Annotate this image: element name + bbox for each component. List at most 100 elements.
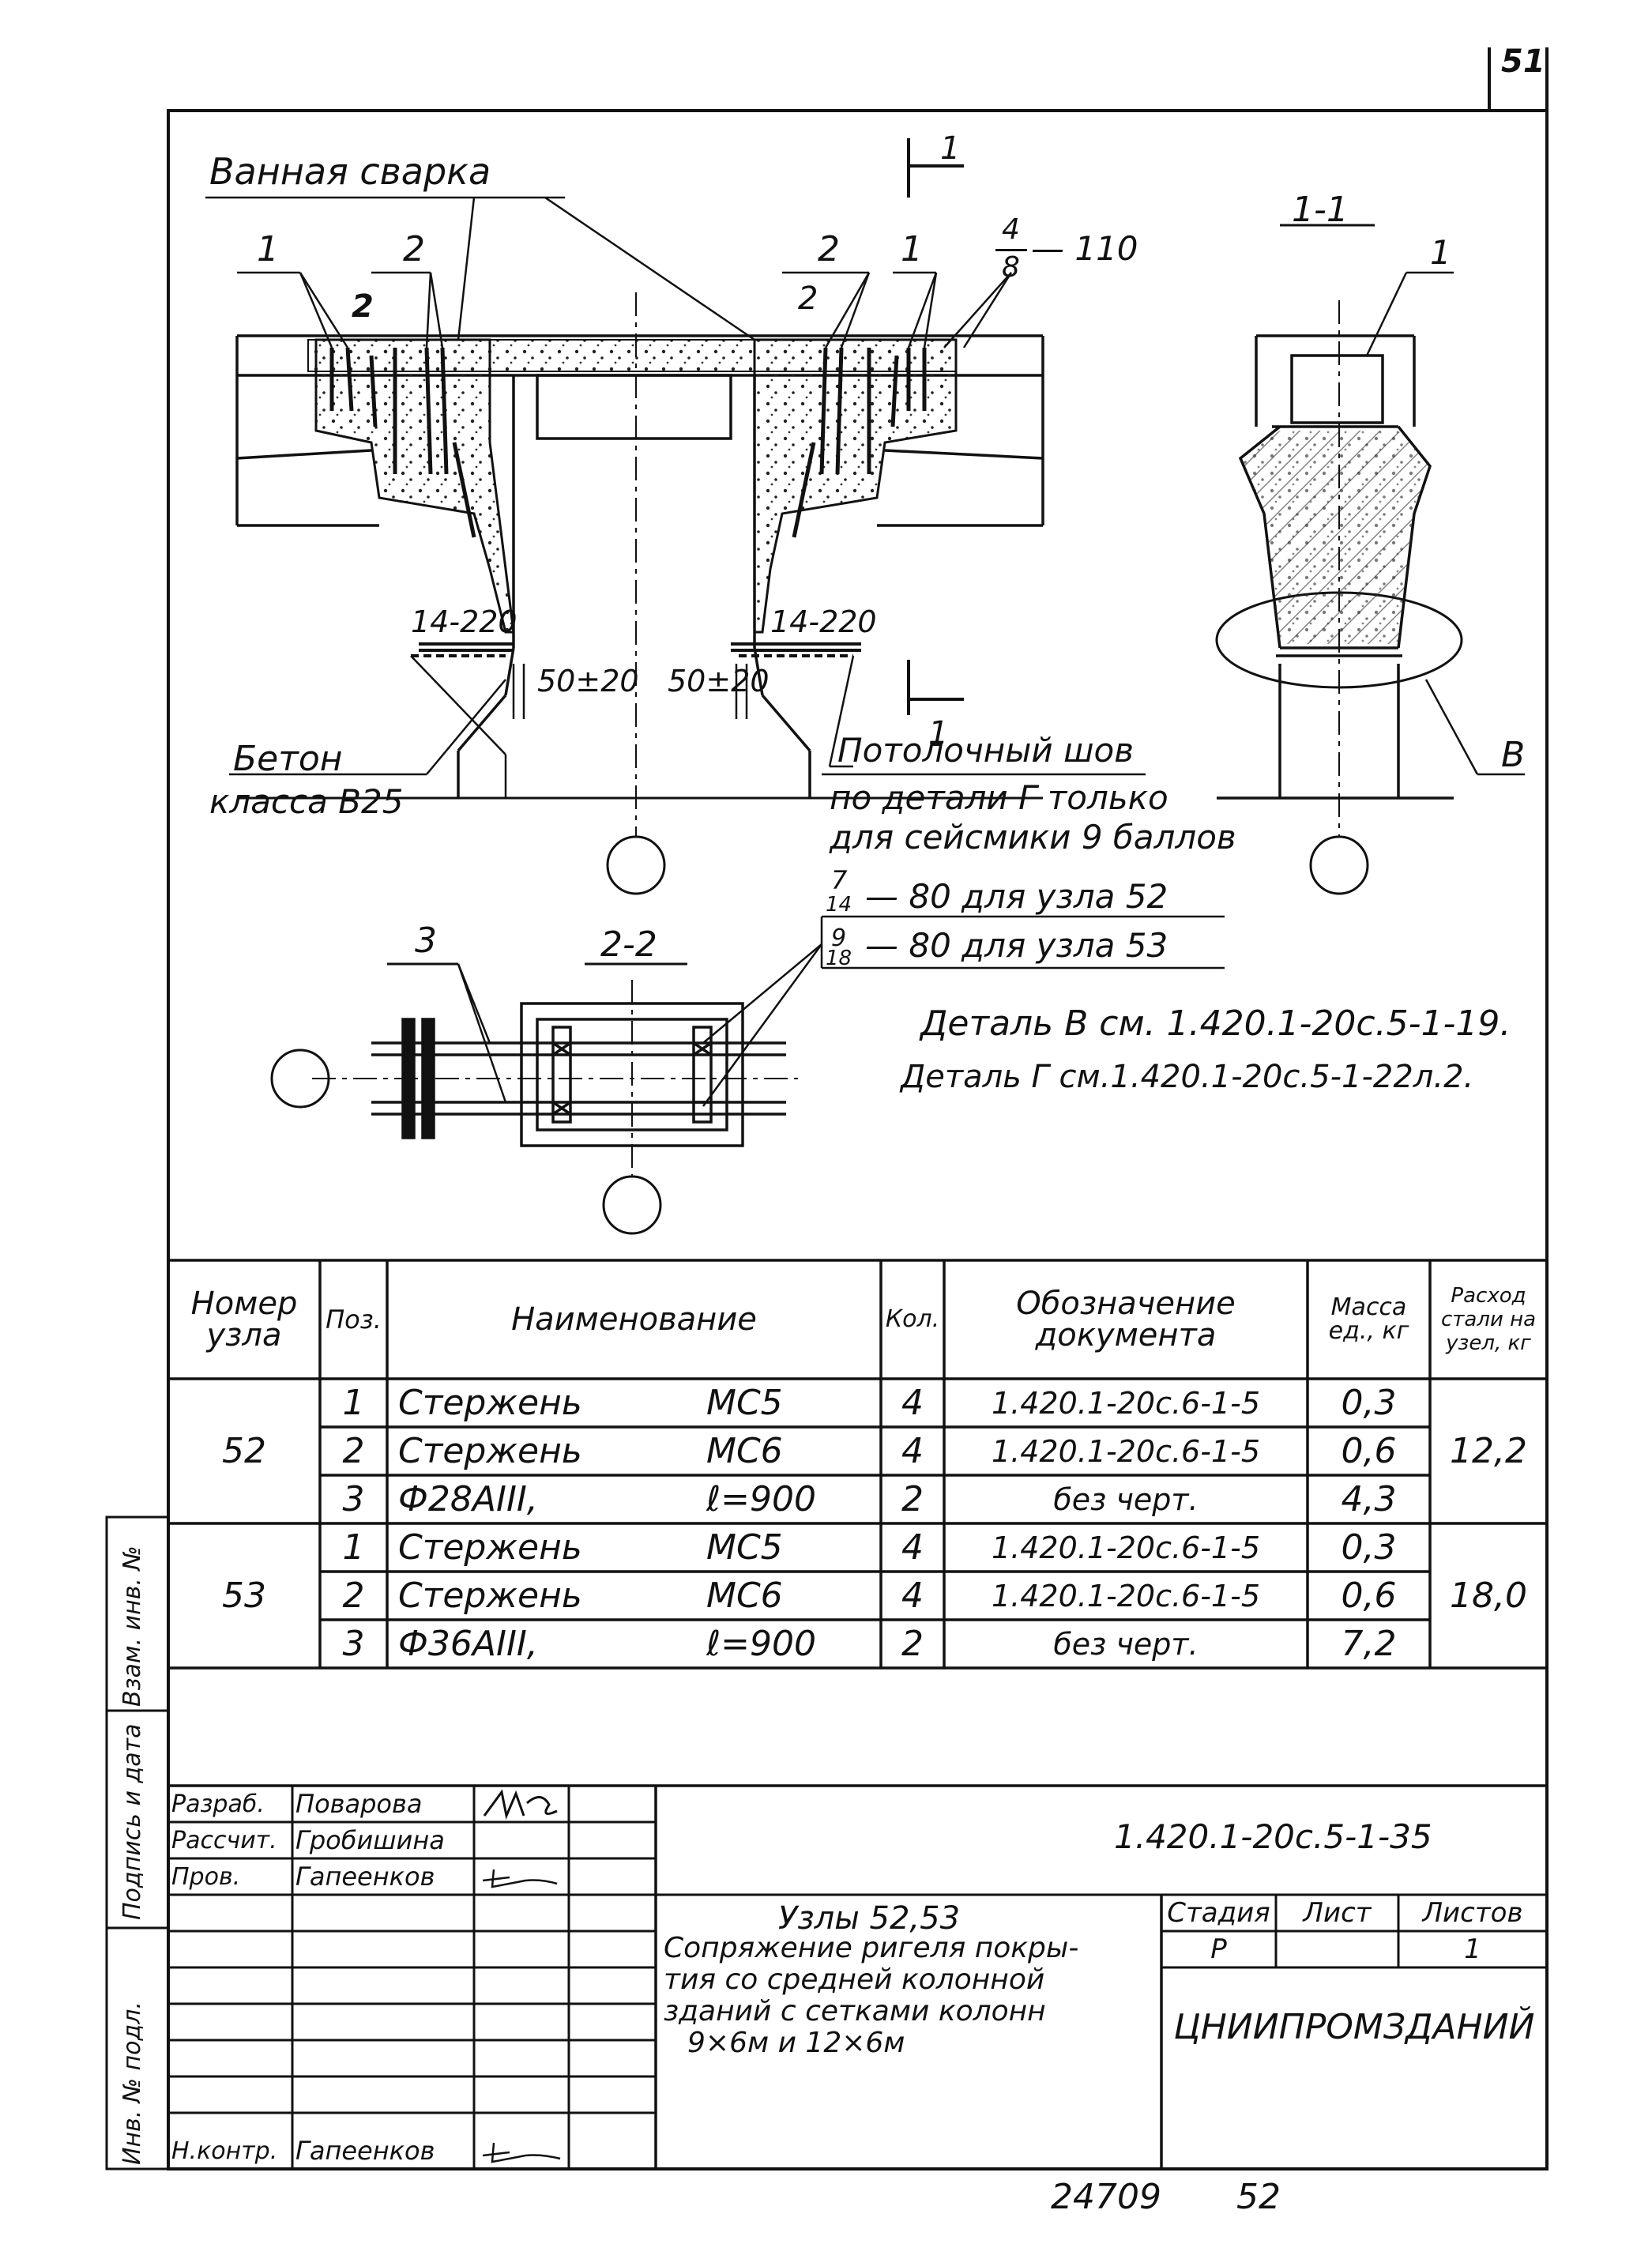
table-row-doc: без черт.: [1053, 1482, 1199, 1517]
title-block-grid: [168, 1784, 1547, 2169]
position-1-right: 1: [901, 229, 923, 269]
table-row-pos: 3: [342, 1624, 365, 1664]
position-3: 3: [415, 921, 437, 961]
table-row-mark: МС5: [706, 1383, 783, 1423]
table-row-mark: ℓ=900: [706, 1624, 817, 1664]
section-1-1-title: 1-1: [1292, 190, 1349, 230]
table-row-name: Ф28АIII,: [398, 1479, 538, 1519]
header-doc: Обозначение документа: [1016, 1286, 1236, 1354]
position-2-marker-right: 2: [798, 280, 818, 317]
table-row-mark: МС5: [706, 1527, 783, 1568]
sheet-label: Лист: [1303, 1897, 1372, 1929]
side-inv-orig: Инв. № подл.: [119, 2001, 146, 2165]
name-norm: Гапеенков: [295, 2136, 435, 2166]
table-row-pos: 1: [342, 1383, 365, 1423]
title-line-2: Сопряжение ригеля покры-: [664, 1932, 1079, 1964]
name-calc: Гробишина: [295, 1825, 445, 1855]
node-52: 52: [222, 1431, 266, 1471]
position-2-left: 2: [403, 229, 425, 269]
header-pos: Поз.: [326, 1305, 382, 1335]
node53-frac-bottom: 18: [826, 947, 852, 970]
name-check: Гапеенков: [295, 1862, 435, 1892]
title-line-1: Узлы 52,53: [778, 1900, 961, 1937]
fraction-top: 4: [1002, 213, 1020, 246]
node52-text: — 80 для узла 52: [865, 877, 1168, 916]
table-row-doc: без черт.: [1053, 1626, 1199, 1662]
title-line-4: зданий с сетками колонн: [664, 1995, 1046, 2027]
section-2-2-title: 2-2: [600, 924, 657, 965]
detail-b-label: В: [1501, 735, 1526, 775]
node-53: 53: [222, 1576, 266, 1616]
table-row-name: Стержень: [398, 1431, 582, 1471]
tolerance-left: 50±20: [537, 664, 639, 698]
concrete-label-1: Бетон: [233, 739, 343, 779]
label-bath-welding: Ванная сварка: [209, 150, 491, 193]
table-row-pos: 1: [342, 1527, 365, 1568]
table-row-mark: МС6: [706, 1576, 783, 1616]
support-plates: [411, 642, 861, 657]
table-row-doc: 1.420.1-20с.6-1-5: [991, 1578, 1261, 1613]
table-row-name: Ф36АIII,: [398, 1624, 538, 1664]
table-row-qty: 2: [901, 1624, 924, 1664]
table-row-name: Стержень: [398, 1383, 582, 1423]
concrete-label-2: класса В25: [209, 782, 404, 821]
label-14-220-left: 14-220: [411, 604, 517, 639]
table-row-doc: 1.420.1-20с.6-1-5: [991, 1433, 1261, 1469]
rebars-right: [792, 347, 927, 538]
fraction-bar: [995, 249, 1027, 251]
header-mass: Масса ед., кг: [1328, 1293, 1409, 1345]
signature-check: [482, 1869, 558, 1888]
side-stamp-frame: [105, 1515, 170, 2171]
role-dev: Разраб.: [171, 1790, 265, 1818]
side-sign-date: Подпись и дата: [119, 1723, 146, 1921]
column: [457, 374, 811, 798]
table-row-mark: ℓ=900: [706, 1479, 817, 1519]
section-mark-top: 1: [940, 130, 961, 167]
table-row-mass: 7,2: [1341, 1624, 1397, 1664]
signature-dev: [483, 1789, 558, 1820]
detail-b-reference: Деталь В см. 1.420.1-20с.5-1-19.: [920, 1003, 1511, 1044]
table-row-mass: 0,3: [1341, 1527, 1397, 1568]
table-row-pos: 3: [342, 1479, 365, 1519]
table-row-pos: 2: [342, 1576, 365, 1616]
table-row-doc: 1.420.1-20с.6-1-5: [991, 1385, 1261, 1421]
section-1-1-position: 1: [1430, 233, 1451, 272]
title-line-3: тия со средней колонной: [664, 1963, 1045, 1996]
leader-lines: [205, 196, 1146, 798]
position-2-right: 2: [818, 229, 840, 269]
table-row-mass: 0,3: [1341, 1383, 1397, 1423]
table-row-mark: МС6: [706, 1431, 783, 1471]
table-row-name: Стержень: [398, 1527, 582, 1568]
ceiling-weld-1: Потолочный шов: [837, 731, 1134, 770]
stage-label: Стадия: [1167, 1897, 1270, 1929]
center-axis: [606, 292, 666, 895]
archive-number: 24709: [1051, 2177, 1161, 2217]
table-row-mass: 0,6: [1341, 1576, 1397, 1616]
table-row-doc: 1.420.1-20с.6-1-5: [991, 1530, 1261, 1565]
role-calc: Рассчит.: [171, 1826, 277, 1854]
doc-code: 1.420.1-20с.5-1-35: [1114, 1817, 1432, 1856]
role-norm: Н.контр.: [171, 2137, 278, 2165]
sheet-number: 51: [1501, 43, 1545, 80]
node52-frac-top: 7: [831, 865, 848, 895]
spec-table-grid: [168, 1259, 1547, 1670]
table-row-mass: 4,3: [1341, 1479, 1397, 1519]
section-mark-bottom: 1: [928, 715, 949, 751]
fraction-suffix: — 110: [1031, 229, 1138, 268]
ceiling-weld-3: для сейсмики 9 баллов: [830, 818, 1236, 857]
table-row-mass: 0,6: [1341, 1431, 1397, 1471]
table-row-qty: 4: [901, 1431, 924, 1471]
table-row-qty: 4: [901, 1383, 924, 1423]
header-name: Наименование: [511, 1301, 757, 1338]
detail-g-reference: Деталь Г см.1.420.1-20с.5-1-22л.2.: [901, 1059, 1474, 1095]
title-line-5: 9×6м и 12×6м: [687, 2027, 905, 2059]
table-row-name: Стержень: [398, 1576, 582, 1616]
ceiling-weld-2: по детали Г только: [830, 778, 1168, 817]
rebars-left: [329, 347, 476, 538]
tolerance-right: 50±20: [668, 664, 770, 698]
table-row-qty: 4: [901, 1576, 924, 1616]
header-steel: Расход стали на узел, кг: [1440, 1284, 1537, 1355]
table-row-pos: 2: [342, 1431, 365, 1471]
sheets-value: 1: [1464, 1933, 1481, 1965]
position-2-marker-left: 2: [352, 288, 374, 325]
